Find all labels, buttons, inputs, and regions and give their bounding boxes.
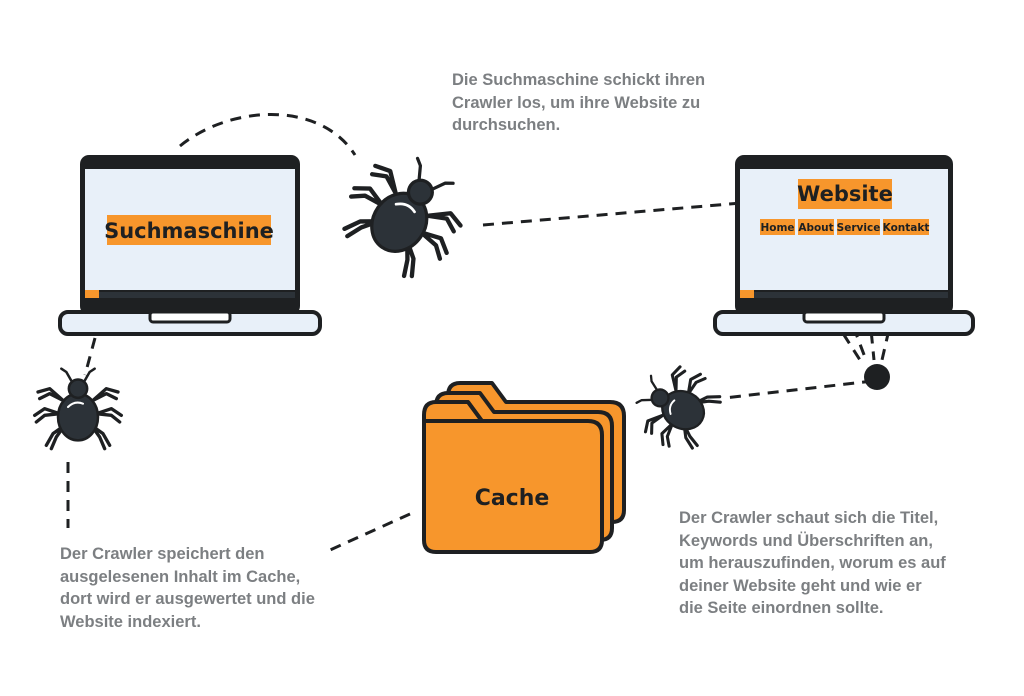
nav-item-kontakt: Kontakt — [883, 222, 930, 234]
nav-item-service: Service — [837, 222, 881, 234]
caption-crawler-stores: Der Crawler speichert den ausgelesenen I… — [60, 545, 315, 631]
laptop-icon: Suchmaschine — [58, 155, 322, 336]
website-label-bg — [798, 179, 892, 209]
nav-item-home: Home — [760, 222, 794, 234]
search-engine-label: Suchmaschine — [104, 219, 274, 243]
caption-crawler-reads: Der Crawler schaut sich die Titel, Keywo… — [679, 509, 946, 617]
connector-website-to-bug — [723, 379, 874, 400]
scan-origin-dot — [864, 364, 890, 390]
cache-label: Cache — [475, 486, 550, 511]
connector-cache-to-caption — [329, 512, 411, 552]
connector-bug-to-website — [482, 196, 801, 227]
bug-icon — [623, 352, 730, 461]
caption-crawler-sent: Die Suchmaschine schickt ihren Crawler l… — [452, 71, 706, 134]
nav-item-about: About — [798, 222, 833, 234]
search-engine-label-bg — [107, 215, 271, 245]
connector-laptop-to-bug — [83, 337, 97, 376]
bug-icon — [330, 139, 482, 289]
folder-icon — [422, 381, 626, 554]
bug-icon — [33, 366, 124, 451]
laptop-icon: Website Home About Service Kontakt — [713, 155, 975, 336]
website-label: Website — [797, 182, 893, 206]
connector-search-to-bug — [179, 113, 357, 156]
